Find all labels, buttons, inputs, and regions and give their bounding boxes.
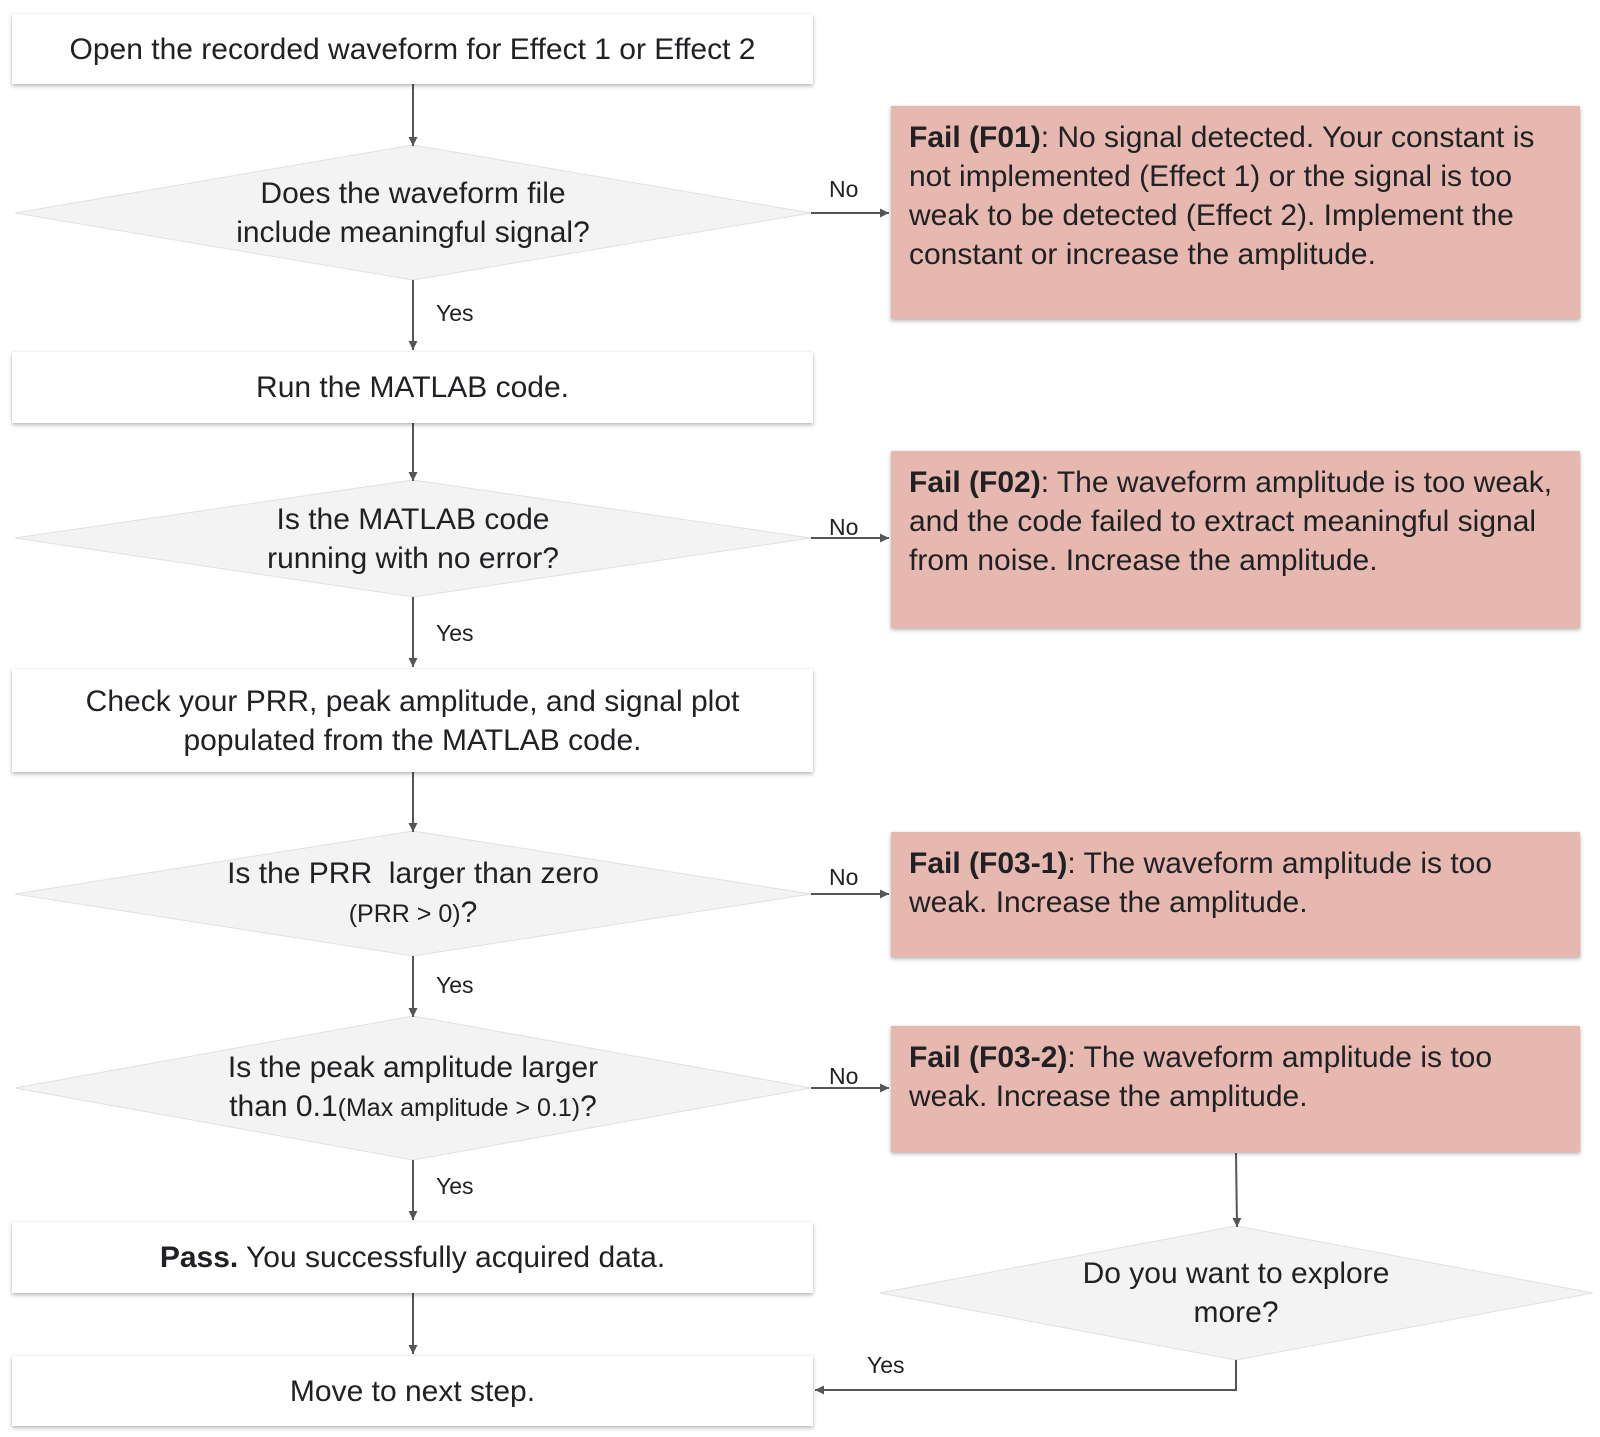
run-box: Run the MATLAB code. — [12, 352, 813, 423]
d4-line2-main: than 0.1 — [229, 1090, 338, 1123]
d1-line2: include meaningful signal? — [236, 216, 590, 249]
d1-text: Does the waveform file include meaningfu… — [113, 170, 713, 256]
pass-bold: Pass. — [159, 1241, 239, 1274]
arrow-explore-yes — [815, 1360, 1237, 1395]
d3-text: Is the PRR larger than zero (PRR > 0)? — [113, 852, 713, 936]
d5-line2: more? — [1193, 1296, 1279, 1329]
fail-f03-2-code: Fail (F03-2) — [909, 1041, 1068, 1074]
check-box: Check your PRR, peak amplitude, and sign… — [12, 669, 813, 772]
d3-line1: Is the PRR larger than zero — [227, 857, 599, 890]
run-text: Run the MATLAB code. — [256, 371, 569, 404]
d4-line1: Is the peak amplitude larger — [227, 1051, 599, 1084]
fail-f03-1-text: : The waveform amplitude is too weak. In… — [909, 847, 1493, 919]
label-d4-yes: Yes — [436, 1173, 474, 1199]
check-text-line2: populated from the MATLAB code. — [183, 723, 642, 757]
fail-f02-code: Fail (F02) — [909, 466, 1041, 499]
arrow-f032-to-explore — [1232, 1152, 1242, 1228]
start-text: Open the recorded waveform for Effect 1 … — [69, 32, 756, 66]
label-d4-no: No — [829, 1063, 859, 1089]
label-d3-no: No — [829, 864, 859, 890]
d4-text: Is the peak amplitude larger than 0.1(Ma… — [113, 1046, 713, 1130]
d2-line1: Is the MATLAB code — [276, 503, 550, 536]
d3-line2-small: (PRR > 0) — [348, 900, 461, 928]
d5-text: Do you want to explore more? — [986, 1251, 1486, 1335]
fail-f03-2-box: Fail (F03-2): The waveform amplitude is … — [891, 1026, 1580, 1152]
next-step-text: Move to next step. — [289, 1374, 536, 1408]
fail-f01-box: Fail (F01): No signal detected. Your con… — [891, 106, 1580, 319]
fail-f03-1-box: Fail (F03-1): The waveform amplitude is … — [891, 832, 1580, 957]
d4-line2-small: (Max amplitude > 0.1) — [337, 1094, 581, 1122]
pass-box: Pass. You successfully acquired data. — [12, 1222, 813, 1293]
d2-text: Is the MATLAB code running with no error… — [113, 497, 713, 581]
decision-diamond-explore — [879, 1225, 1594, 1361]
fail-f02-box: Fail (F02): The waveform amplitude is to… — [891, 451, 1580, 628]
label-d2-yes: Yes — [436, 620, 474, 646]
fail-f01-code: Fail (F01) — [909, 121, 1041, 154]
d4-line2: than 0.1(Max amplitude > 0.1)? — [229, 1087, 597, 1128]
pass-text: Pass. You successfully acquired data. — [160, 1238, 665, 1277]
label-d2-no: No — [829, 514, 859, 540]
d3-line2-tail: ? — [460, 896, 478, 929]
d4-line2-tail: ? — [580, 1090, 597, 1123]
label-d1-yes: Yes — [436, 300, 474, 326]
start-box: Open the recorded waveform for Effect 1 … — [12, 14, 813, 84]
label-d3-yes: Yes — [436, 972, 474, 998]
fail-f03-1-code: Fail (F03-1) — [909, 847, 1068, 880]
next-step-box: Move to next step. — [12, 1356, 813, 1426]
d5-line1: Do you want to explore — [1082, 1257, 1390, 1290]
check-text-line1: Check your PRR, peak amplitude, and sign… — [85, 684, 740, 718]
d3-line2: (PRR > 0)? — [349, 893, 478, 934]
fail-f01-text: : No signal detected. Your constant is n… — [909, 121, 1535, 271]
pass-rest: You successfully acquired data. — [238, 1241, 666, 1274]
d1-line1: Does the waveform file — [260, 177, 566, 210]
label-d5-yes: Yes — [867, 1352, 905, 1378]
fail-f03-2-text: : The waveform amplitude is too weak. In… — [909, 1041, 1493, 1113]
d2-line2: running with no error? — [267, 542, 559, 575]
label-d1-no: No — [829, 176, 859, 202]
fail-f02-text: : The waveform amplitude is too weak, an… — [909, 466, 1553, 577]
